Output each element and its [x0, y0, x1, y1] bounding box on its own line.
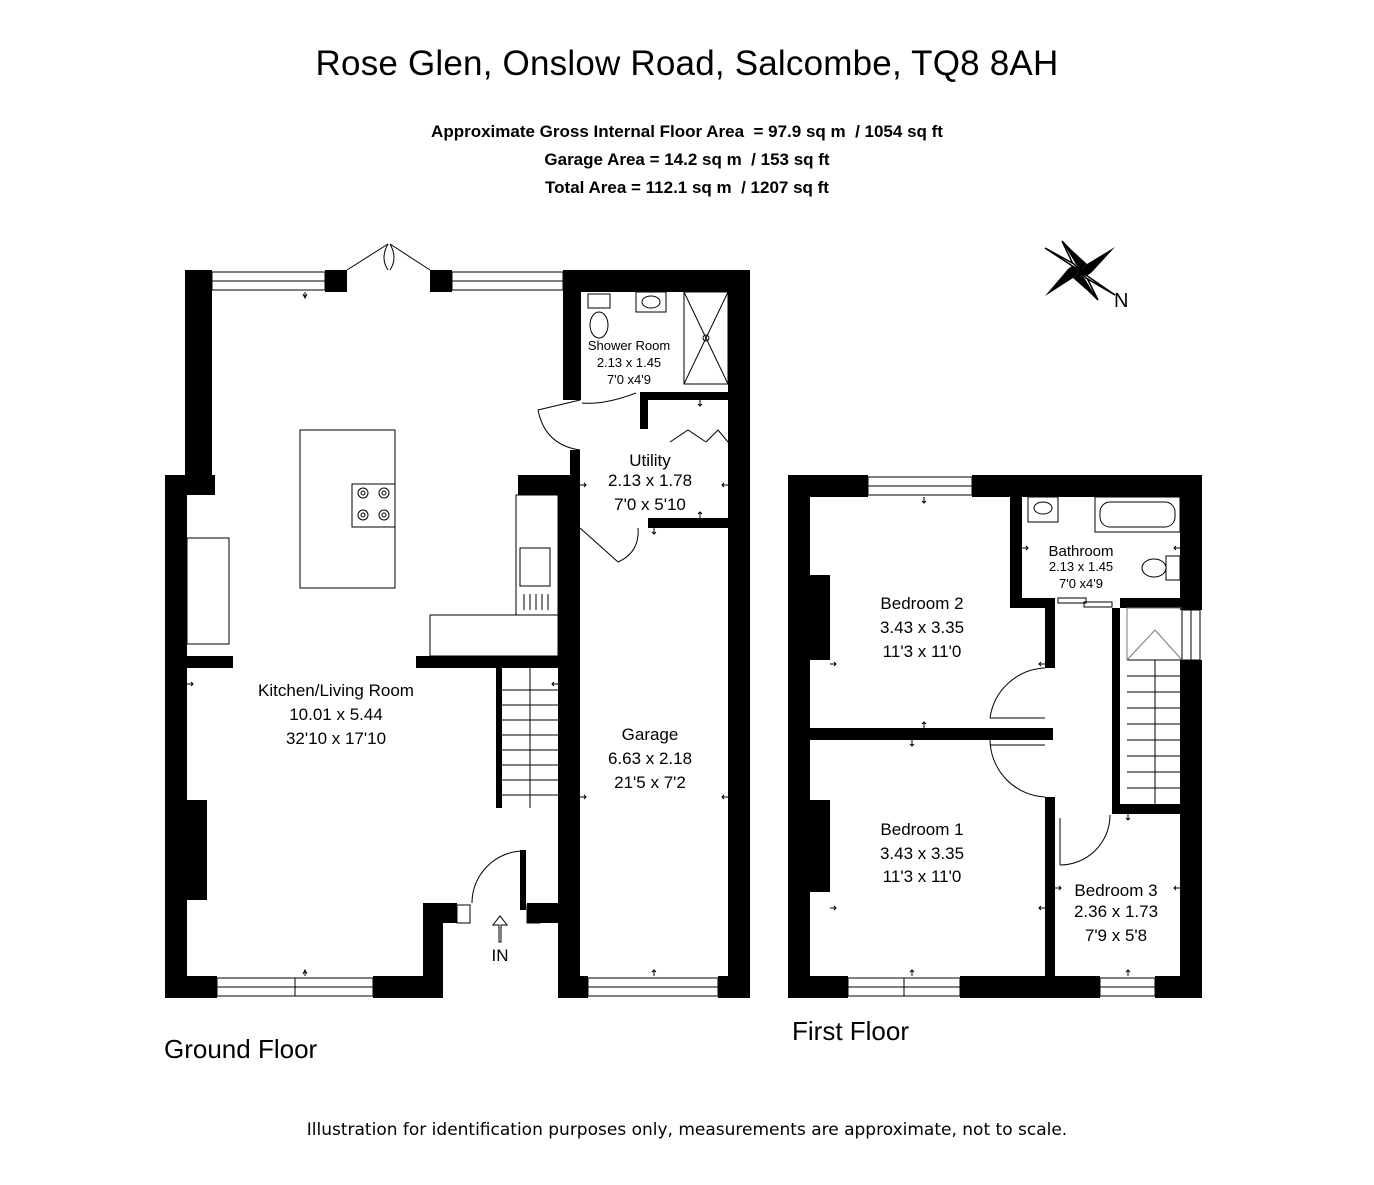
utility-cupboards [669, 429, 729, 443]
ground-floor-dimension-arrows [187, 292, 728, 976]
french-doors [346, 243, 431, 271]
utility-room-name: Utility [629, 451, 671, 470]
ground-floor-label: Ground Floor [164, 1034, 318, 1064]
first-floor-windows [847, 476, 1201, 997]
ground-floor-staircase [502, 668, 558, 808]
bathroom-door [1057, 597, 1113, 608]
kitchen-room-metric: 10.01 x 5.44 [289, 705, 383, 724]
kitchen-room-name: Kitchen/Living Room [258, 681, 414, 700]
bedroom1-metric: 3.43 x 3.35 [880, 844, 964, 863]
ground-floor-plan: Kitchen/Living Room 10.01 x 5.44 32'10 x… [165, 243, 750, 998]
shower-room-imperial: 7'0 x4'9 [607, 372, 651, 387]
disclaimer-text: Illustration for identification purposes… [306, 1120, 1068, 1140]
garage-room-name: Garage [622, 725, 679, 744]
bedroom2-name: Bedroom 2 [880, 594, 963, 613]
utility-door [579, 527, 639, 563]
first-floor-plan: Bedroom 2 3.43 x 3.35 11'3 x 11'0 Bathro… [788, 475, 1202, 998]
area-line-garage: Garage Area = 14.2 sq m / 153 sq ft [544, 150, 830, 169]
kitchen-room-imperial: 32'10 x 17'10 [286, 729, 386, 748]
compass-north-label: N [1114, 290, 1128, 312]
compass-rose-icon [1044, 240, 1116, 301]
kitchen-worktop [186, 494, 559, 657]
front-door [471, 850, 525, 904]
bedroom3-metric: 2.36 x 1.73 [1074, 902, 1158, 921]
shower-room-fixtures [587, 291, 729, 385]
shower-room-door [537, 392, 637, 451]
area-line-gross: Approximate Gross Internal Floor Area = … [431, 122, 943, 141]
kitchen-island [299, 429, 396, 589]
area-line-total: Total Area = 112.1 sq m / 1207 sq ft [545, 178, 829, 197]
garage-room-imperial: 21'5 x 7'2 [614, 773, 686, 792]
bedroom3-name: Bedroom 3 [1074, 881, 1157, 900]
bedroom2-metric: 3.43 x 3.35 [880, 618, 964, 637]
first-floor-label: First Floor [792, 1016, 909, 1046]
bathroom-fixtures [1027, 496, 1181, 581]
entrance-arrow-icon [491, 915, 509, 943]
ground-floor-windows [211, 271, 719, 997]
first-floor-dimension-arrows [830, 497, 1180, 976]
ground-floor-walls [165, 270, 750, 998]
bathroom-metric: 2.13 x 1.45 [1049, 559, 1113, 574]
bedroom3-imperial: 7'9 x 5'8 [1085, 926, 1147, 945]
bedroom1-name: Bedroom 1 [880, 820, 963, 839]
garage-room-metric: 6.63 x 2.18 [608, 749, 692, 768]
first-floor-walls [788, 475, 1202, 998]
first-floor-staircase [1126, 607, 1183, 804]
bedroom1-imperial: 11'3 x 11'0 [883, 867, 962, 886]
shower-room-metric: 2.13 x 1.45 [597, 355, 661, 370]
entrance-label: IN [492, 946, 509, 965]
bathroom-name: Bathroom [1048, 543, 1113, 560]
bedroom2-imperial: 11'3 x 11'0 [883, 642, 962, 661]
area-summary: Approximate Gross Internal Floor Area = … [0, 118, 1374, 202]
utility-room-imperial: 7'0 x 5'10 [614, 495, 686, 514]
utility-room-metric: 2.13 x 1.78 [608, 471, 692, 490]
shower-room-name: Shower Room [588, 338, 670, 353]
bathroom-imperial: 7'0 x4'9 [1059, 576, 1103, 591]
page-title: Rose Glen, Onslow Road, Salcombe, TQ8 8A… [315, 44, 1059, 83]
bedroom-doors [989, 667, 1111, 866]
